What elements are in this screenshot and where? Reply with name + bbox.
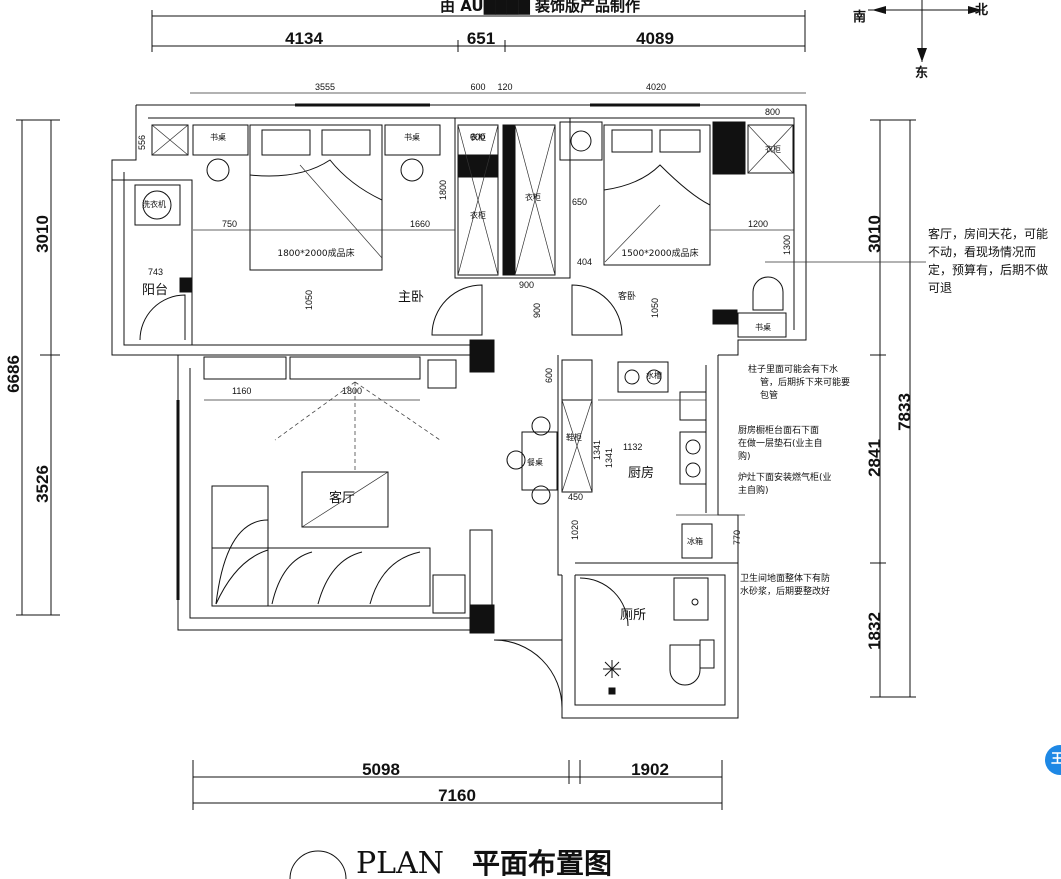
compass-east: 东 (915, 65, 928, 81)
structural-columns (179, 121, 746, 634)
plan-title-en: PLAN (356, 846, 444, 879)
notes: 客厅，房间天花，可能 不动，看现场情况而 定，预算有，后期不做 可退 柱子里面可… (738, 226, 1048, 597)
note-kitchen-3: 购) (738, 450, 751, 462)
master-bedroom-label: 主卧 (398, 290, 424, 305)
inner-dim-1341-a: 1341 (592, 440, 602, 460)
bathroom: 厕所 (579, 577, 715, 695)
inner-dim-1020: 1020 (570, 520, 580, 540)
walls (111, 103, 807, 719)
note-pillar-1: 柱子里面可能会有下水 (748, 363, 838, 375)
dim-left-1: 3010 (33, 215, 52, 253)
left-dimensions: 3010 6686 3526 (4, 119, 60, 616)
dim-left-2: 6686 (4, 355, 23, 393)
dim-top-detail-4: 4020 (646, 82, 666, 92)
dim-right-2: 7833 (895, 393, 914, 431)
dim-top-2: 651 (467, 29, 495, 48)
dim-right-1: 3010 (865, 215, 884, 253)
note-living-3: 定，预算有，后期不做 (928, 262, 1048, 277)
note-living-2: 不动，看现场情况而 (928, 245, 1036, 259)
inner-dim-650: 650 (572, 197, 587, 207)
compass-south: 南 (853, 9, 866, 25)
inner-dim-1050: 1050 (304, 290, 314, 310)
balcony: 洗衣机 556 743 阳台 (134, 124, 189, 341)
plan-title: PLAN 平面布置图 (289, 846, 612, 879)
inner-dim-800: 800 (765, 107, 780, 117)
wardrobe-label-4: 衣柜 (765, 144, 781, 154)
second-bed-label: 1500*2000成品床 (621, 247, 698, 259)
compass: 南 北 东 (853, 0, 988, 81)
inner-dim-900-b: 900 (532, 303, 542, 318)
washer-label: 洗衣机 (142, 199, 166, 209)
dim-right-3: 2841 (865, 439, 884, 477)
note-stove-1: 炉灶下面安装燃气柜(业 (738, 471, 832, 483)
inner-dim-600: 600 (470, 132, 485, 142)
dim-bottom-2: 1902 (631, 760, 669, 779)
note-pillar-2: 管，后期拆下来可能要 (760, 376, 850, 388)
fridge-label: 冰箱 (687, 536, 703, 546)
top-note: 由 AU████ 装饰版产品制作 (440, 0, 640, 15)
plan-title-zh: 平面布置图 (472, 847, 612, 879)
inner-dim-600-b: 600 (544, 368, 554, 383)
inner-dim-1132: 1132 (623, 442, 642, 452)
living-room: 1160 1800 客厅 (203, 356, 563, 709)
inner-dim-900-a: 900 (519, 280, 534, 290)
sink-label: 水槽 (646, 370, 662, 380)
master-bedroom: 书桌 书桌 1800*2000成品床 衣柜 衣柜 衣柜 750 1660 105… (192, 124, 623, 336)
side-floating-badge[interactable]: 王 (1045, 745, 1061, 775)
dim-top-3: 4089 (636, 29, 674, 48)
second-bedroom-label: 客卧 (618, 290, 636, 302)
living-room-label: 客厅 (329, 490, 355, 506)
dim-top-detail-2: 600 (470, 82, 485, 92)
dim-right-4: 1832 (865, 612, 884, 650)
bathroom-label: 厕所 (620, 608, 646, 623)
compass-north: 北 (975, 3, 988, 18)
wardrobe-label-3: 衣柜 (525, 192, 541, 202)
dim-top-1: 4134 (285, 29, 323, 48)
dim-bottom-total: 7160 (438, 786, 476, 805)
dim-bottom-1: 5098 (362, 760, 400, 779)
wardrobe-label-2: 衣柜 (470, 210, 486, 220)
inner-dim-1300: 1300 (782, 235, 792, 255)
inner-dim-1800-tv: 1800 (342, 386, 362, 396)
shoe-cabinet-label: 鞋柜 (566, 432, 582, 442)
note-stove-2: 主自购) (738, 484, 769, 496)
dim-top-detail-1: 3555 (315, 82, 335, 92)
nightstand-label-2: 书桌 (404, 132, 420, 142)
bottom-dimensions: 5098 1902 7160 (192, 760, 723, 810)
top-dimensions: 4134 651 4089 3555 600 120 4020 (151, 10, 806, 94)
kitchen-label: 厨房 (628, 465, 654, 481)
inner-dim-770: 770 (732, 530, 742, 545)
inner-dim-556: 556 (137, 135, 147, 150)
dining-table-label: 餐桌 (527, 457, 543, 467)
inner-dim-450: 450 (568, 492, 583, 502)
right-dimensions: 3010 7833 2841 1832 (865, 119, 916, 698)
dim-top-detail-3: 120 (497, 82, 512, 92)
inner-dim-1900: 1800 (438, 180, 448, 200)
inner-dim-743: 743 (148, 267, 163, 277)
balcony-label: 阳台 (142, 283, 168, 298)
inner-dim-1660: 1660 (410, 219, 430, 229)
inner-dim-750: 750 (222, 219, 237, 229)
wardrobe-label-1: 衣柜 (470, 132, 486, 142)
note-bath-1: 卫生间地面整体下有防 (740, 572, 830, 584)
nightstand-label-1: 书桌 (210, 132, 226, 142)
inner-dim-1341-b: 1341 (604, 448, 614, 468)
inner-dim-1200: 1200 (748, 219, 768, 229)
note-kitchen-2: 在做一层垫石(业主自 (738, 437, 823, 449)
note-living-4: 可退 (928, 281, 952, 295)
inner-dim-404: 404 (577, 257, 592, 267)
note-kitchen-1: 厨房橱柜台面石下面 (738, 424, 819, 436)
second-bedroom: 1500*2000成品床 衣柜 800 1200 650 404 1300 10… (559, 107, 794, 338)
inner-dim-1160: 1160 (232, 386, 251, 396)
nightstand-label-3: 书桌 (755, 322, 771, 332)
note-living-1: 客厅，房间天花，可能 (928, 226, 1048, 241)
inner-dim-1050-b: 1050 (650, 298, 660, 318)
note-pillar-3: 包管 (760, 389, 778, 401)
master-bed-label: 1800*2000成品床 (277, 247, 354, 259)
kitchen: 鞋柜 600 餐桌 水槽 1132 1341 1341 450 1020 厨房 … (506, 359, 745, 559)
note-bath-2: 水砂浆，后期要整改好 (740, 585, 830, 597)
dim-left-3: 3526 (33, 465, 52, 503)
